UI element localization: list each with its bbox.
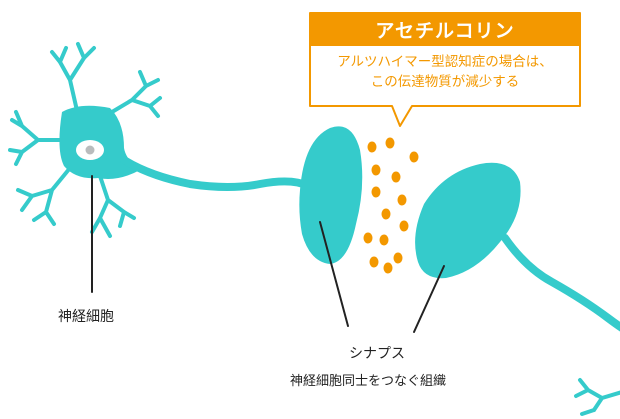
neighbor-dendrite <box>574 378 620 416</box>
cell-body-label: 神経細胞 <box>58 309 114 325</box>
axon-right <box>501 234 620 332</box>
neuron-cell <box>8 42 162 238</box>
cell-body <box>59 105 140 179</box>
callout-body: アルツハイマー型認知症の場合は、 この伝達物質が減少する <box>310 52 580 92</box>
neurotransmitter-particles <box>363 137 419 274</box>
callout-box <box>309 12 581 127</box>
callout-body-line-2: この伝達物質が減少する <box>370 74 520 90</box>
callout-title: アセチルコリン <box>375 20 515 42</box>
nucleolus <box>85 145 95 155</box>
leader-lines <box>91 175 445 333</box>
axon <box>120 156 312 191</box>
presynaptic-terminal <box>299 126 363 264</box>
synapse-description: 神経細胞同士をつなぐ組織 <box>290 374 447 389</box>
synapse-label: シナプス <box>349 346 405 362</box>
postsynaptic-terminal <box>415 162 521 279</box>
callout-body-line-1: アルツハイマー型認知症の場合は、 <box>337 54 553 70</box>
